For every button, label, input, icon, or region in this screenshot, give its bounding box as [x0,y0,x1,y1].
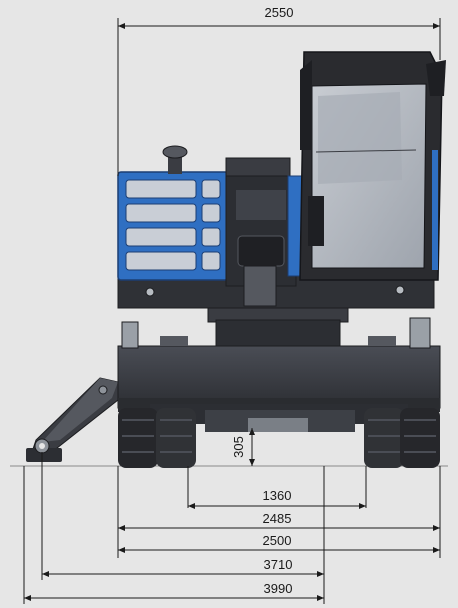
excavator-illustration [26,51,446,468]
exhaust-stack [162,145,188,174]
dimension-annotations [23,18,441,604]
turntable [160,305,396,347]
label-2485: 2485 [263,511,292,526]
operator-cabin [299,51,446,281]
label-1360: 1360 [263,488,292,503]
label-2500: 2500 [263,533,292,548]
label-3710: 3710 [264,557,293,572]
label-overall-width: 2550 [265,5,294,20]
label-3990: 3990 [264,581,293,596]
bolt-left [145,287,155,297]
center-block [225,157,303,307]
wheels [118,408,440,468]
bolt-right [395,285,405,295]
engine-hood [117,171,229,281]
outrigger-leg [26,377,119,462]
label-ground-clearance: 305 [231,436,246,458]
